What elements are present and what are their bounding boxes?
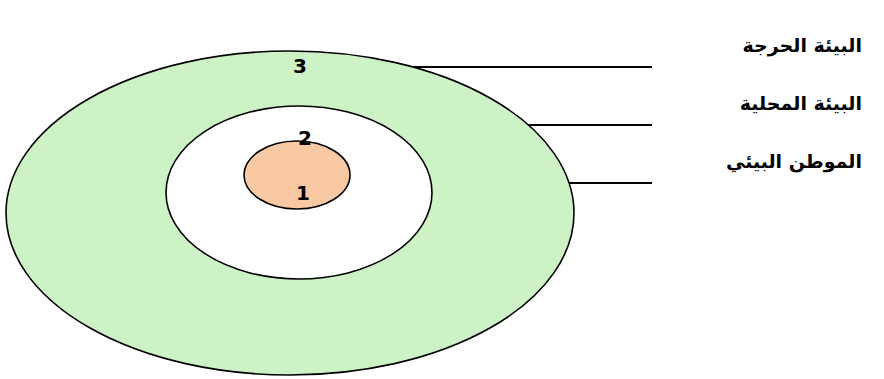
region-label: الموطن البيئي (724, 149, 864, 173)
region-label: البيئة المحلية (738, 91, 864, 115)
ellipse-shape (244, 141, 350, 209)
region-label: البيئة الحرجة (741, 33, 864, 57)
callout-number: 2 (298, 127, 312, 149)
middle-ellipse: 21 (165, 105, 433, 280)
inner-ellipse: 1 (243, 140, 351, 210)
callout-number: 1 (296, 182, 310, 204)
outer-ellipse: 321 (5, 50, 575, 376)
ellipse-shape (6, 51, 574, 375)
callout-number: 3 (293, 55, 307, 77)
ellipse-shape (166, 106, 432, 279)
